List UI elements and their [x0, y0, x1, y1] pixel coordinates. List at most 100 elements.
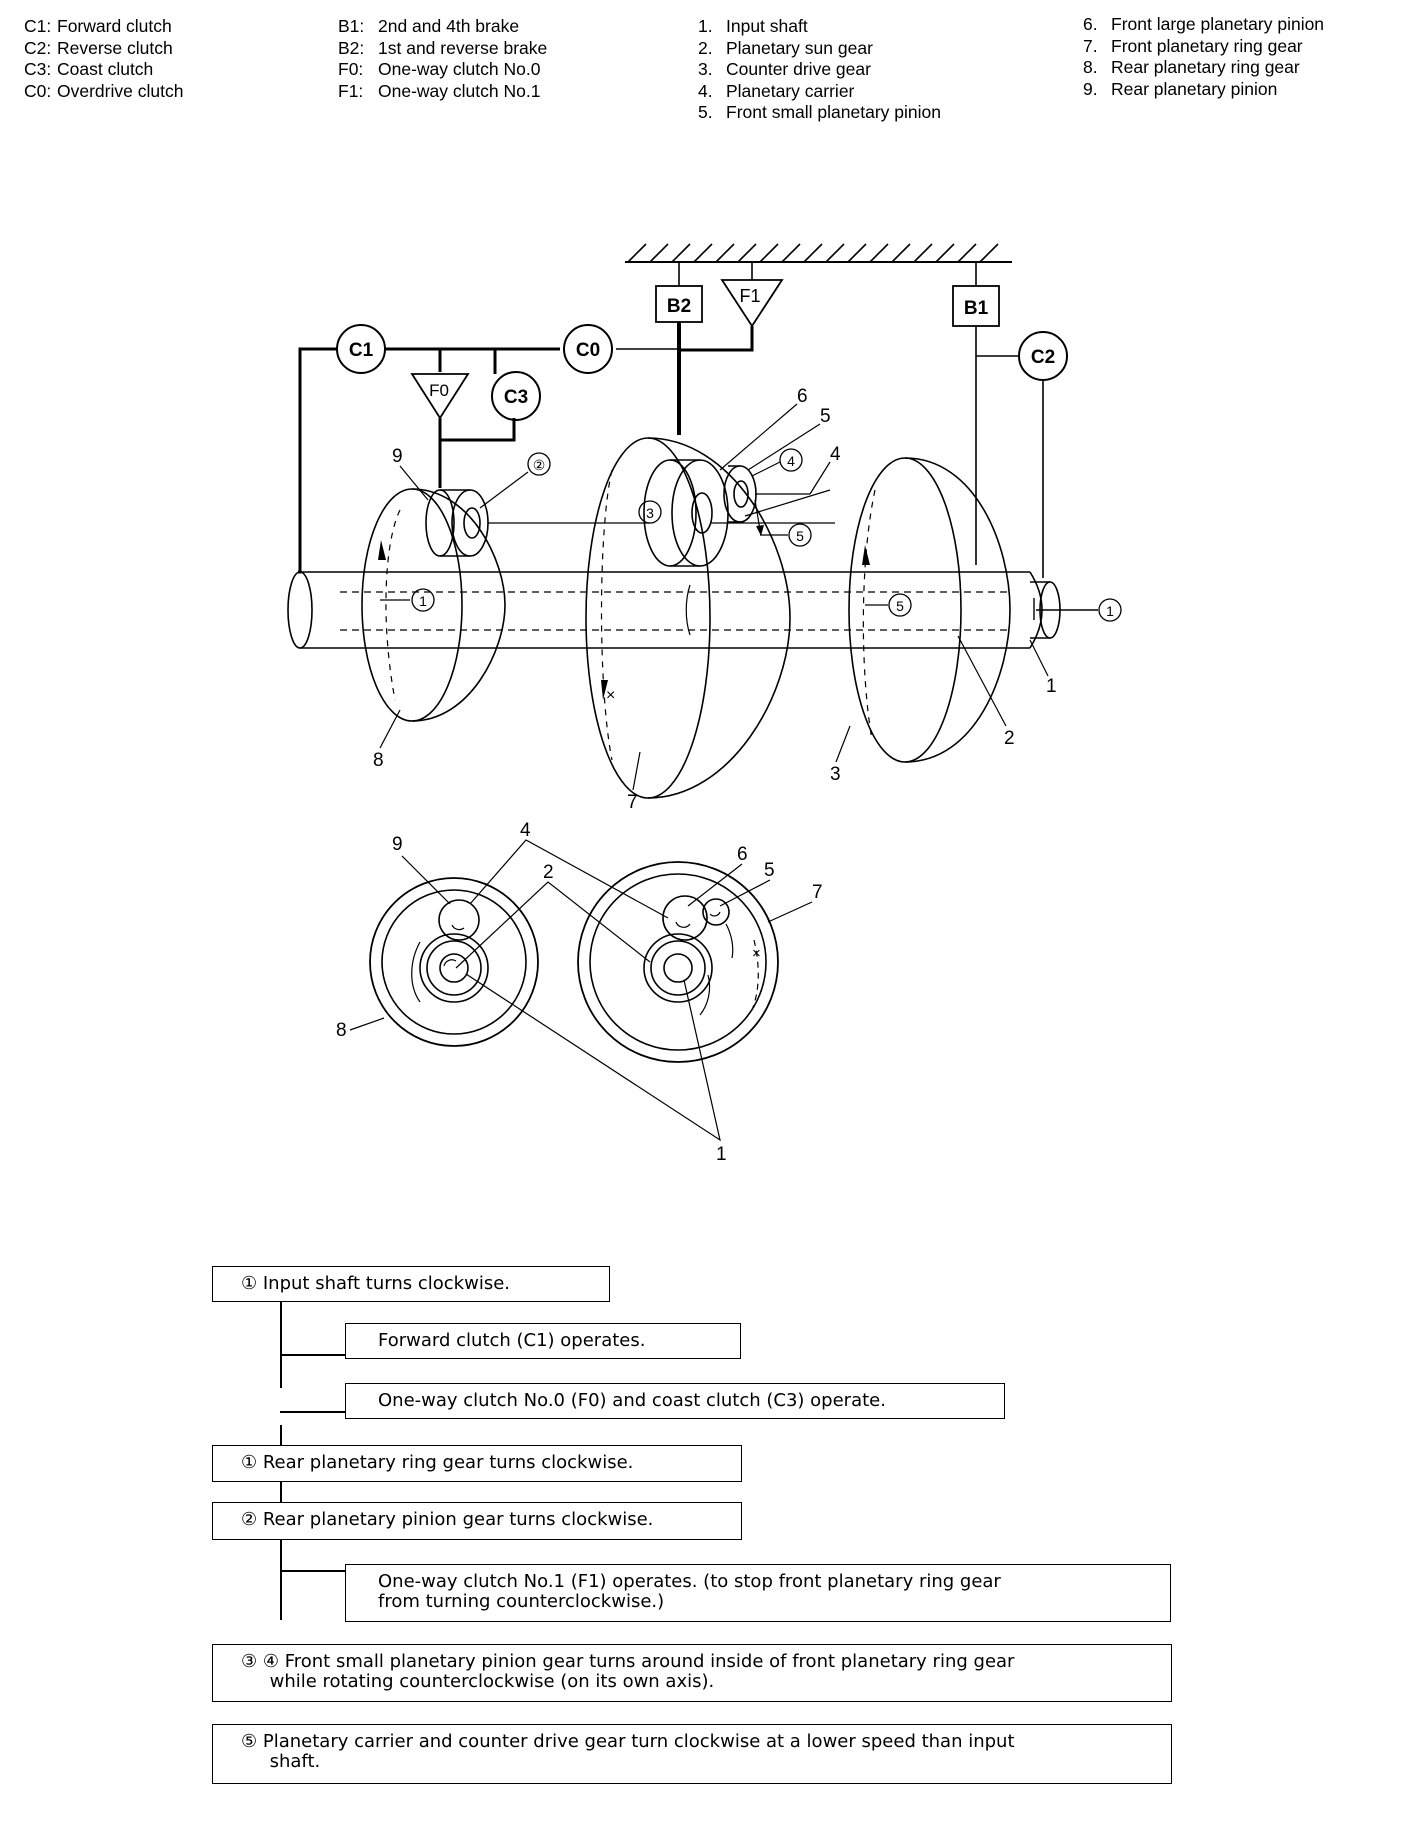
svg-text:4: 4: [787, 453, 795, 469]
svg-text:②: ②: [533, 457, 546, 473]
front-large-planetary-pinion: [643, 459, 729, 567]
legend-item: 4.Planetary carrier: [698, 80, 855, 101]
legend-item: C1:Forward clutch: [24, 16, 172, 36]
c3-label: C3: [504, 387, 528, 408]
end-part-number-7: 7: [812, 882, 823, 903]
legend-parts-a: 1.Input shaft 2.Planetary sun gear 3.Cou…: [698, 16, 941, 124]
c0-clutch: C0: [563, 324, 613, 374]
flow-step-one-way-coast-clutch: One-way clutch No.0 (F0) and coast clutc…: [345, 1383, 1005, 1419]
part-number-2: 2: [1004, 728, 1015, 749]
c1-clutch: C1: [336, 324, 386, 374]
rear-gear-set-end-view: [369, 877, 539, 1047]
f0-one-way-clutch: F0: [410, 373, 470, 420]
svg-text:1: 1: [419, 593, 427, 609]
c0-label: C0: [576, 340, 600, 361]
svg-text:1: 1: [1106, 603, 1114, 619]
front-planetary-ring-gear: ×: [585, 437, 791, 799]
input-shaft: [287, 571, 1098, 649]
flow-step-input-shaft: ① Input shaft turns clockwise.: [212, 1266, 610, 1302]
part-number-callouts: 9 6 5 4 1 2 3 7 8: [373, 386, 1057, 813]
flow-connector: [280, 1570, 346, 1572]
step-marker-s5-shaft: 5: [865, 593, 912, 617]
end-part-number-5: 5: [764, 860, 775, 881]
legend-item: 2.Planetary sun gear: [698, 37, 873, 58]
part-number-7: 7: [627, 792, 638, 813]
b1-brake: B1: [952, 262, 1018, 565]
step-marker-s1-shaft: 1: [380, 588, 435, 612]
svg-text:5: 5: [896, 598, 904, 614]
flow-connector: [280, 1425, 282, 1445]
part-number-1: 1: [1046, 676, 1057, 697]
counter-drive-gear: [848, 457, 1011, 763]
step-marker-s4-small-pinion: 4: [751, 448, 803, 477]
sun-gear-rotation-arrow: [685, 584, 691, 636]
legend-item: C2:Reverse clutch: [24, 37, 173, 58]
part-number-4: 4: [830, 444, 841, 465]
part-number-6: 6: [797, 386, 808, 407]
planetary-gear-diagram: B2 F1 B1 C1 C0 C2 C3: [287, 243, 1122, 1165]
x-mark: ×: [606, 687, 615, 704]
legend-item: C0:Overdrive clutch: [24, 80, 184, 101]
legend-item: B1:2nd and 4th brake: [338, 16, 520, 36]
step-marker-s3-large-pinion: 3: [638, 500, 662, 524]
legend-brakes: B1:2nd and 4th brake B2:1st and reverse …: [338, 16, 547, 102]
c2-label: C2: [1031, 347, 1055, 368]
step-marker-s5-carrier: 5: [760, 523, 812, 547]
b2-label: B2: [667, 296, 691, 317]
callout-leaders: [379, 403, 1049, 791]
rear-planetary-pinion: [425, 489, 650, 557]
legend-item: 1.Input shaft: [698, 16, 808, 36]
legend-parts-b: 6.Front large planetary pinion 7.Front p…: [1083, 14, 1324, 100]
flow-step-carrier-counter-gear: ⑤ Planetary carrier and counter drive ge…: [212, 1724, 1172, 1784]
rear-planetary-ring-gear: [361, 488, 506, 722]
end-view-callouts: 4 9 2 6 5 7 8 1: [336, 820, 823, 1165]
c1-label: C1: [349, 340, 374, 361]
legend-clutches: C1:Forward clutch C2:Reverse clutch C3:C…: [24, 16, 183, 102]
legend-item: 3.Counter drive gear: [698, 59, 871, 79]
end-part-number-4: 4: [520, 820, 531, 841]
legend-item: F0:One-way clutch No.0: [338, 59, 541, 79]
flow-step-rear-ring-gear: ① Rear planetary ring gear turns clockwi…: [212, 1445, 742, 1482]
legend-item: 5.Front small planetary pinion: [698, 102, 941, 122]
b2-brake: B2: [655, 262, 703, 435]
planetary-carrier: [710, 489, 835, 524]
flow-connector: [280, 1538, 282, 1620]
c2-clutch: C2: [1018, 331, 1068, 381]
legend-item: B2:1st and reverse brake: [338, 37, 548, 58]
flow-step-forward-clutch: Forward clutch (C1) operates.: [345, 1323, 741, 1359]
flow-step-one-way-clutch-f1: One-way clutch No.1 (F1) operates. (to s…: [345, 1564, 1171, 1622]
end-part-number-1: 1: [716, 1144, 727, 1165]
end-view-leaders: [349, 839, 813, 1142]
flow-step-rear-pinion: ② Rear planetary pinion gear turns clock…: [212, 1502, 742, 1540]
legend-item: 9.Rear planetary pinion: [1083, 78, 1278, 99]
legend-item: 6.Front large planetary pinion: [1083, 14, 1325, 34]
f1-one-way-clutch: F1: [679, 262, 784, 352]
f1-label: F1: [739, 286, 760, 306]
ground-hatch: [625, 243, 1012, 263]
c3-clutch: C3: [491, 371, 541, 421]
svg-text:3: 3: [646, 505, 654, 521]
step-marker-s1-input: 1: [1098, 598, 1122, 622]
legend-item: C3:Coast clutch: [24, 59, 154, 79]
end-part-number-8: 8: [336, 1020, 347, 1041]
svg-text:5: 5: [796, 528, 804, 544]
flow-connector: [280, 1300, 282, 1388]
part-number-8: 8: [373, 750, 384, 771]
end-part-number-6: 6: [737, 844, 748, 865]
legend-item: F1:One-way clutch No.1: [338, 80, 541, 101]
flow-step-front-small-pinion: ③ ④ Front small planetary pinion gear tu…: [212, 1644, 1172, 1702]
part-number-5: 5: [820, 406, 831, 427]
clutch-linkage: [298, 347, 1044, 578]
flow-connector: [280, 1482, 282, 1502]
b1-label: B1: [964, 298, 989, 319]
step-marker-s2-pinion: ②: [479, 452, 551, 509]
front-gear-set-end-view: ×: [577, 861, 779, 1063]
legend-item: 8.Rear planetary ring gear: [1083, 57, 1300, 77]
x-mark-end-view: ×: [752, 945, 761, 962]
part-number-3: 3: [830, 764, 841, 785]
end-part-number-9: 9: [392, 834, 403, 855]
part-number-9: 9: [392, 446, 403, 467]
flow-connector: [280, 1411, 346, 1413]
front-small-planetary-pinion: [723, 465, 810, 536]
flow-connector: [280, 1354, 346, 1356]
